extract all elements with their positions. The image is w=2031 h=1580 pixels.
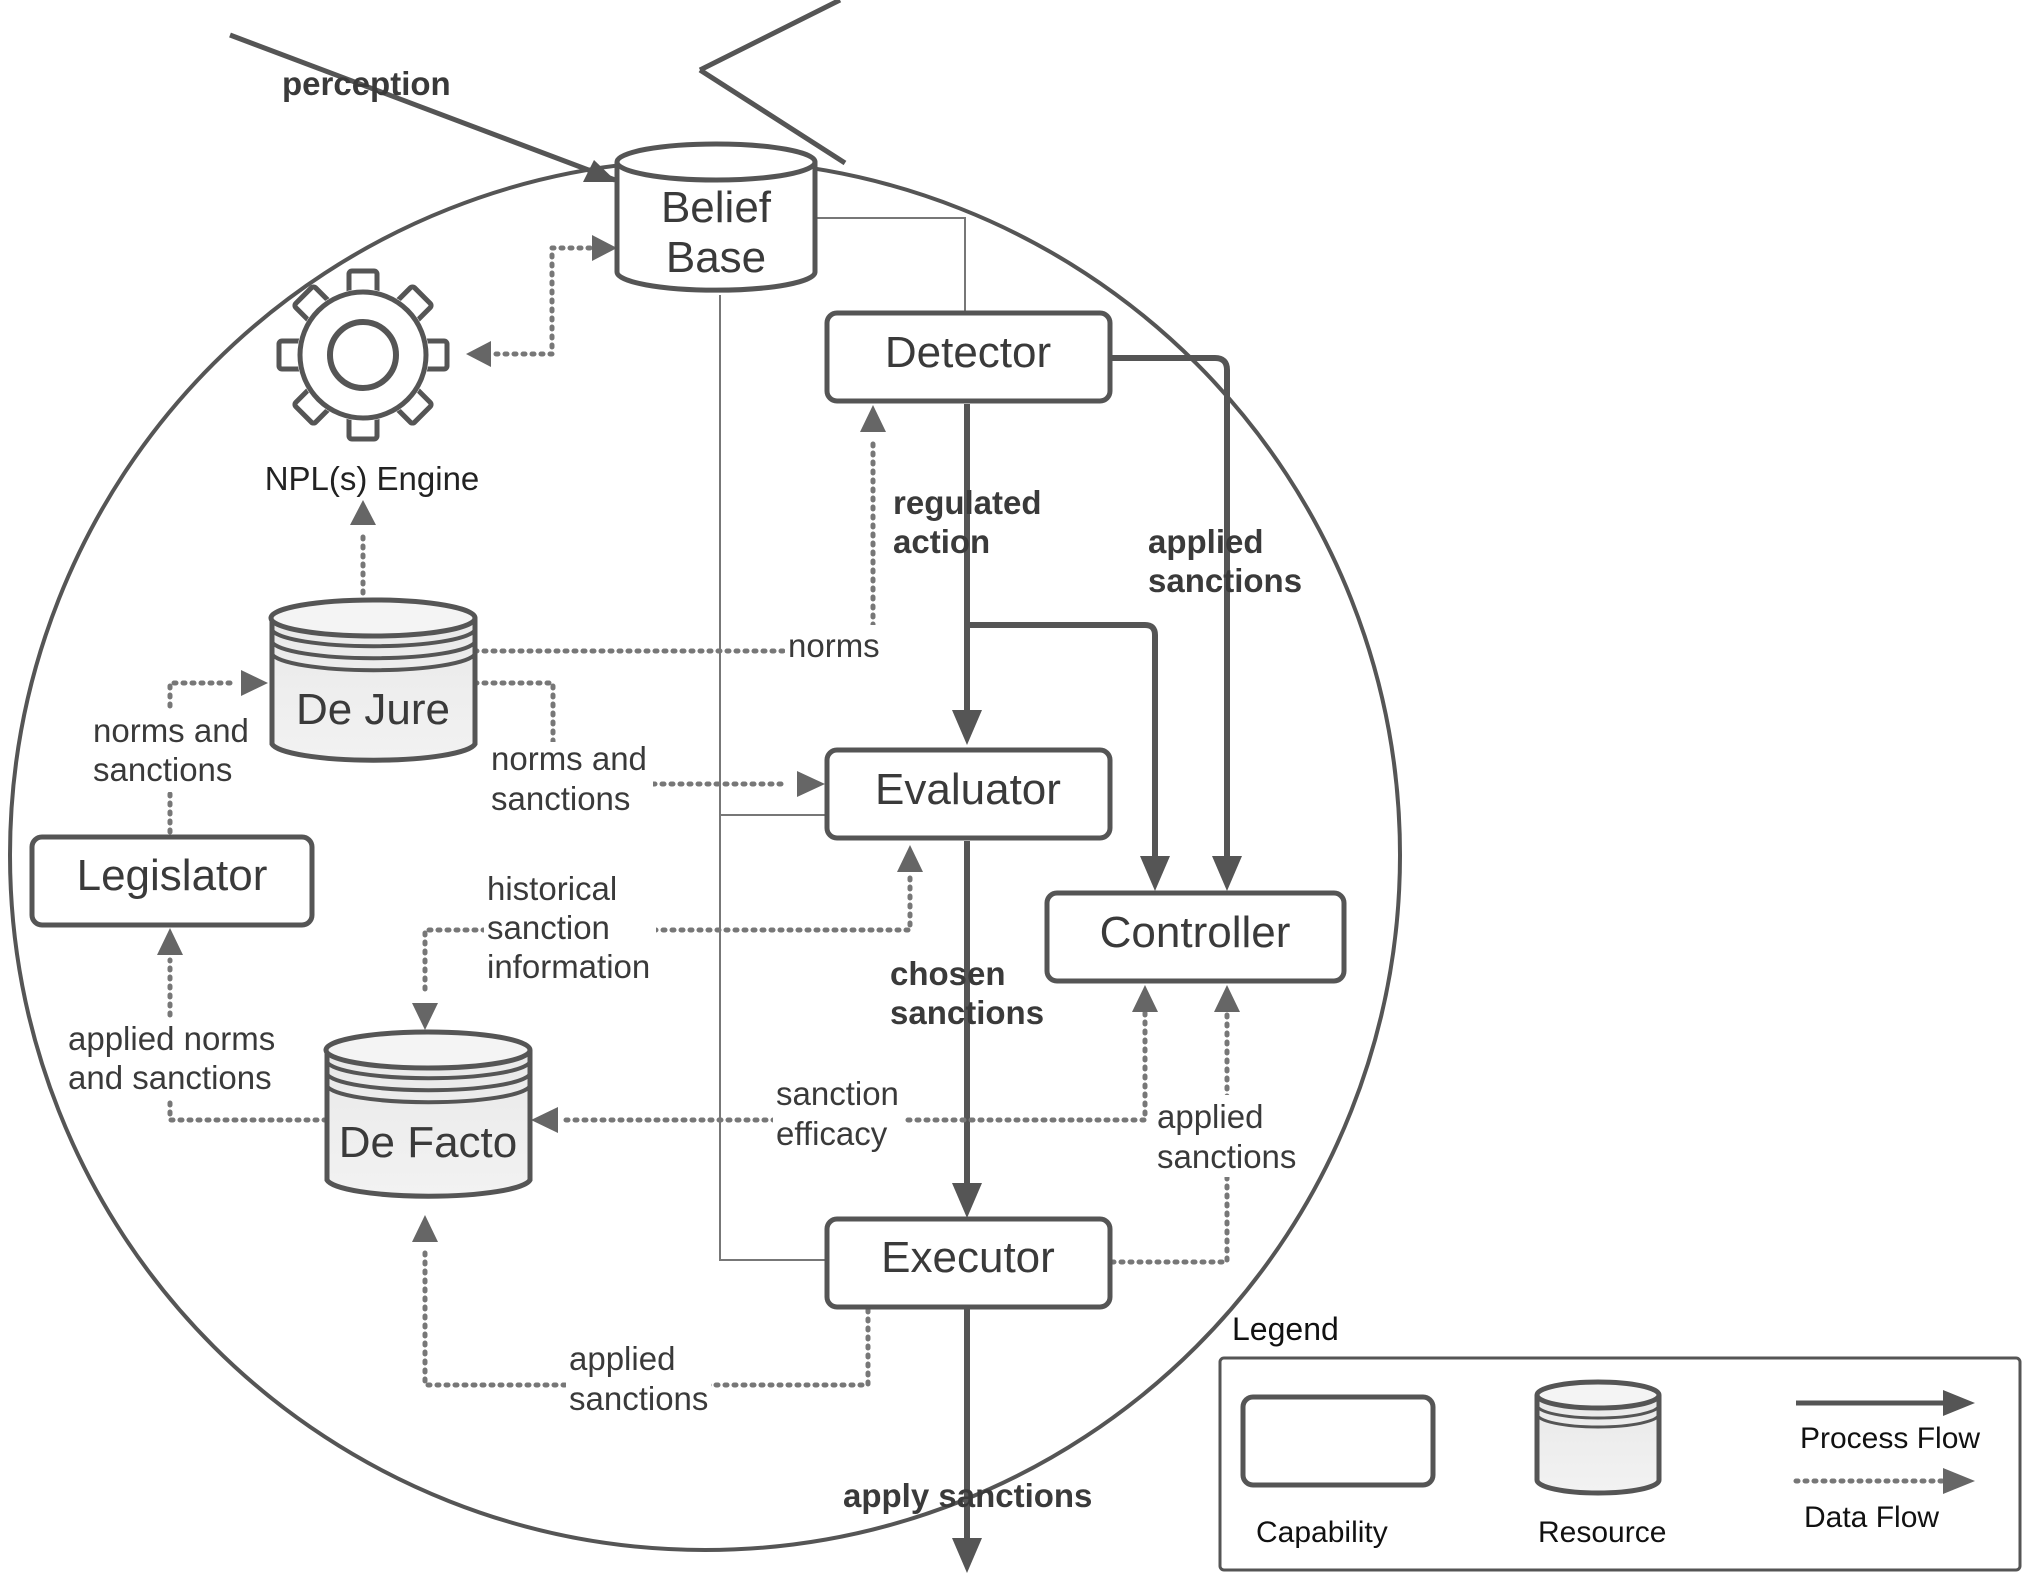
norms-label-group: norms bbox=[785, 625, 881, 665]
legend-resource-label: Resource bbox=[1538, 1516, 1666, 1549]
detector-capability: Detector bbox=[824, 310, 1113, 404]
executor-capability: Executor bbox=[824, 1216, 1113, 1310]
legend-capability-label: Capability bbox=[1256, 1516, 1388, 1549]
norms-and-sanctions-legislator-group: norms and sanctions bbox=[90, 710, 260, 792]
applied-norms-and-sanctions-group: applied norms and sanctions bbox=[66, 1018, 281, 1100]
sanction-efficacy-label-2: efficacy bbox=[776, 1115, 888, 1152]
norms-and-sanctions-evaluator-label-2: sanctions bbox=[491, 780, 630, 817]
legend-process-flow-label: Process Flow bbox=[1800, 1422, 1980, 1455]
norms-and-sanctions-evaluator-group: norms and sanctions bbox=[488, 740, 653, 824]
sanction-efficacy-label-1: sanction bbox=[776, 1075, 899, 1112]
gear-icon bbox=[276, 268, 450, 442]
applied-sanctions-defacto-label-2: sanctions bbox=[569, 1380, 708, 1417]
legislator-label: Legislator bbox=[77, 851, 268, 900]
regulated-action-label-1: regulated bbox=[893, 484, 1042, 521]
process-flows bbox=[952, 355, 1242, 1573]
applied-sanctions-defacto-group: applied sanctions bbox=[566, 1338, 711, 1420]
applied-sanctions-process-label-2: sanctions bbox=[1148, 562, 1302, 599]
historical-sanction-information-label-2: sanction bbox=[487, 909, 610, 946]
regulated-action-label-2: action bbox=[893, 523, 990, 560]
de-facto-label: De Facto bbox=[339, 1118, 518, 1167]
historical-sanction-information-group: historical sanction information bbox=[484, 868, 656, 988]
legend-capability-swatch bbox=[1240, 1394, 1436, 1488]
applied-sanctions-defacto-label-1: applied bbox=[569, 1340, 675, 1377]
controller-label: Controller bbox=[1100, 908, 1291, 957]
apply-sanctions-label: apply sanctions bbox=[843, 1477, 1092, 1514]
environment-lines bbox=[229, 0, 847, 183]
norms-and-sanctions-legislator-label-2: sanctions bbox=[93, 751, 232, 788]
chosen-sanctions-label-1: chosen bbox=[890, 955, 1006, 992]
de-jure-resource: De Jure bbox=[268, 597, 478, 763]
belief-base-resource: Belief Base bbox=[614, 141, 818, 293]
belief-base-label-1: Belief bbox=[661, 183, 772, 232]
applied-norms-and-sanctions-label-2: and sanctions bbox=[68, 1059, 272, 1096]
legend-resource-swatch bbox=[1534, 1379, 1662, 1496]
applied-sanctions-controller-label-2: sanctions bbox=[1157, 1138, 1296, 1175]
belief-base-label-2: Base bbox=[666, 233, 766, 282]
controller-capability: Controller bbox=[1044, 890, 1347, 984]
legend: Legend Capability Resource Process Flow … bbox=[1218, 1311, 2022, 1572]
belief-base-connectors bbox=[719, 217, 966, 1261]
sanction-efficacy-group: sanction efficacy bbox=[773, 1072, 905, 1154]
legend-data-flow-label: Data Flow bbox=[1804, 1501, 1939, 1534]
npl-engine-label: NPL(s) Engine bbox=[265, 460, 480, 497]
norms-and-sanctions-legislator-label-1: norms and bbox=[93, 712, 249, 749]
norms-label: norms bbox=[788, 627, 880, 664]
perception-label: perception bbox=[282, 65, 451, 102]
de-jure-label: De Jure bbox=[296, 685, 450, 734]
evaluator-label: Evaluator bbox=[875, 765, 1061, 814]
applied-sanctions-process-label-1: applied bbox=[1148, 523, 1264, 560]
applied-sanctions-controller-label-1: applied bbox=[1157, 1098, 1263, 1135]
chosen-sanctions-label-2: sanctions bbox=[890, 994, 1044, 1031]
detector-label: Detector bbox=[885, 328, 1051, 377]
executor-label: Executor bbox=[881, 1233, 1055, 1282]
norms-and-sanctions-evaluator-label-1: norms and bbox=[491, 740, 647, 777]
historical-sanction-information-label-3: information bbox=[487, 948, 650, 985]
historical-sanction-information-label-1: historical bbox=[487, 870, 617, 907]
legend-title: Legend bbox=[1232, 1311, 1339, 1347]
applied-norms-and-sanctions-label-1: applied norms bbox=[68, 1020, 275, 1057]
evaluator-capability: Evaluator bbox=[824, 747, 1113, 841]
applied-sanctions-controller-group: applied sanctions bbox=[1154, 1095, 1296, 1177]
de-facto-resource: De Facto bbox=[323, 1029, 533, 1199]
legislator-capability: Legislator bbox=[29, 834, 315, 928]
